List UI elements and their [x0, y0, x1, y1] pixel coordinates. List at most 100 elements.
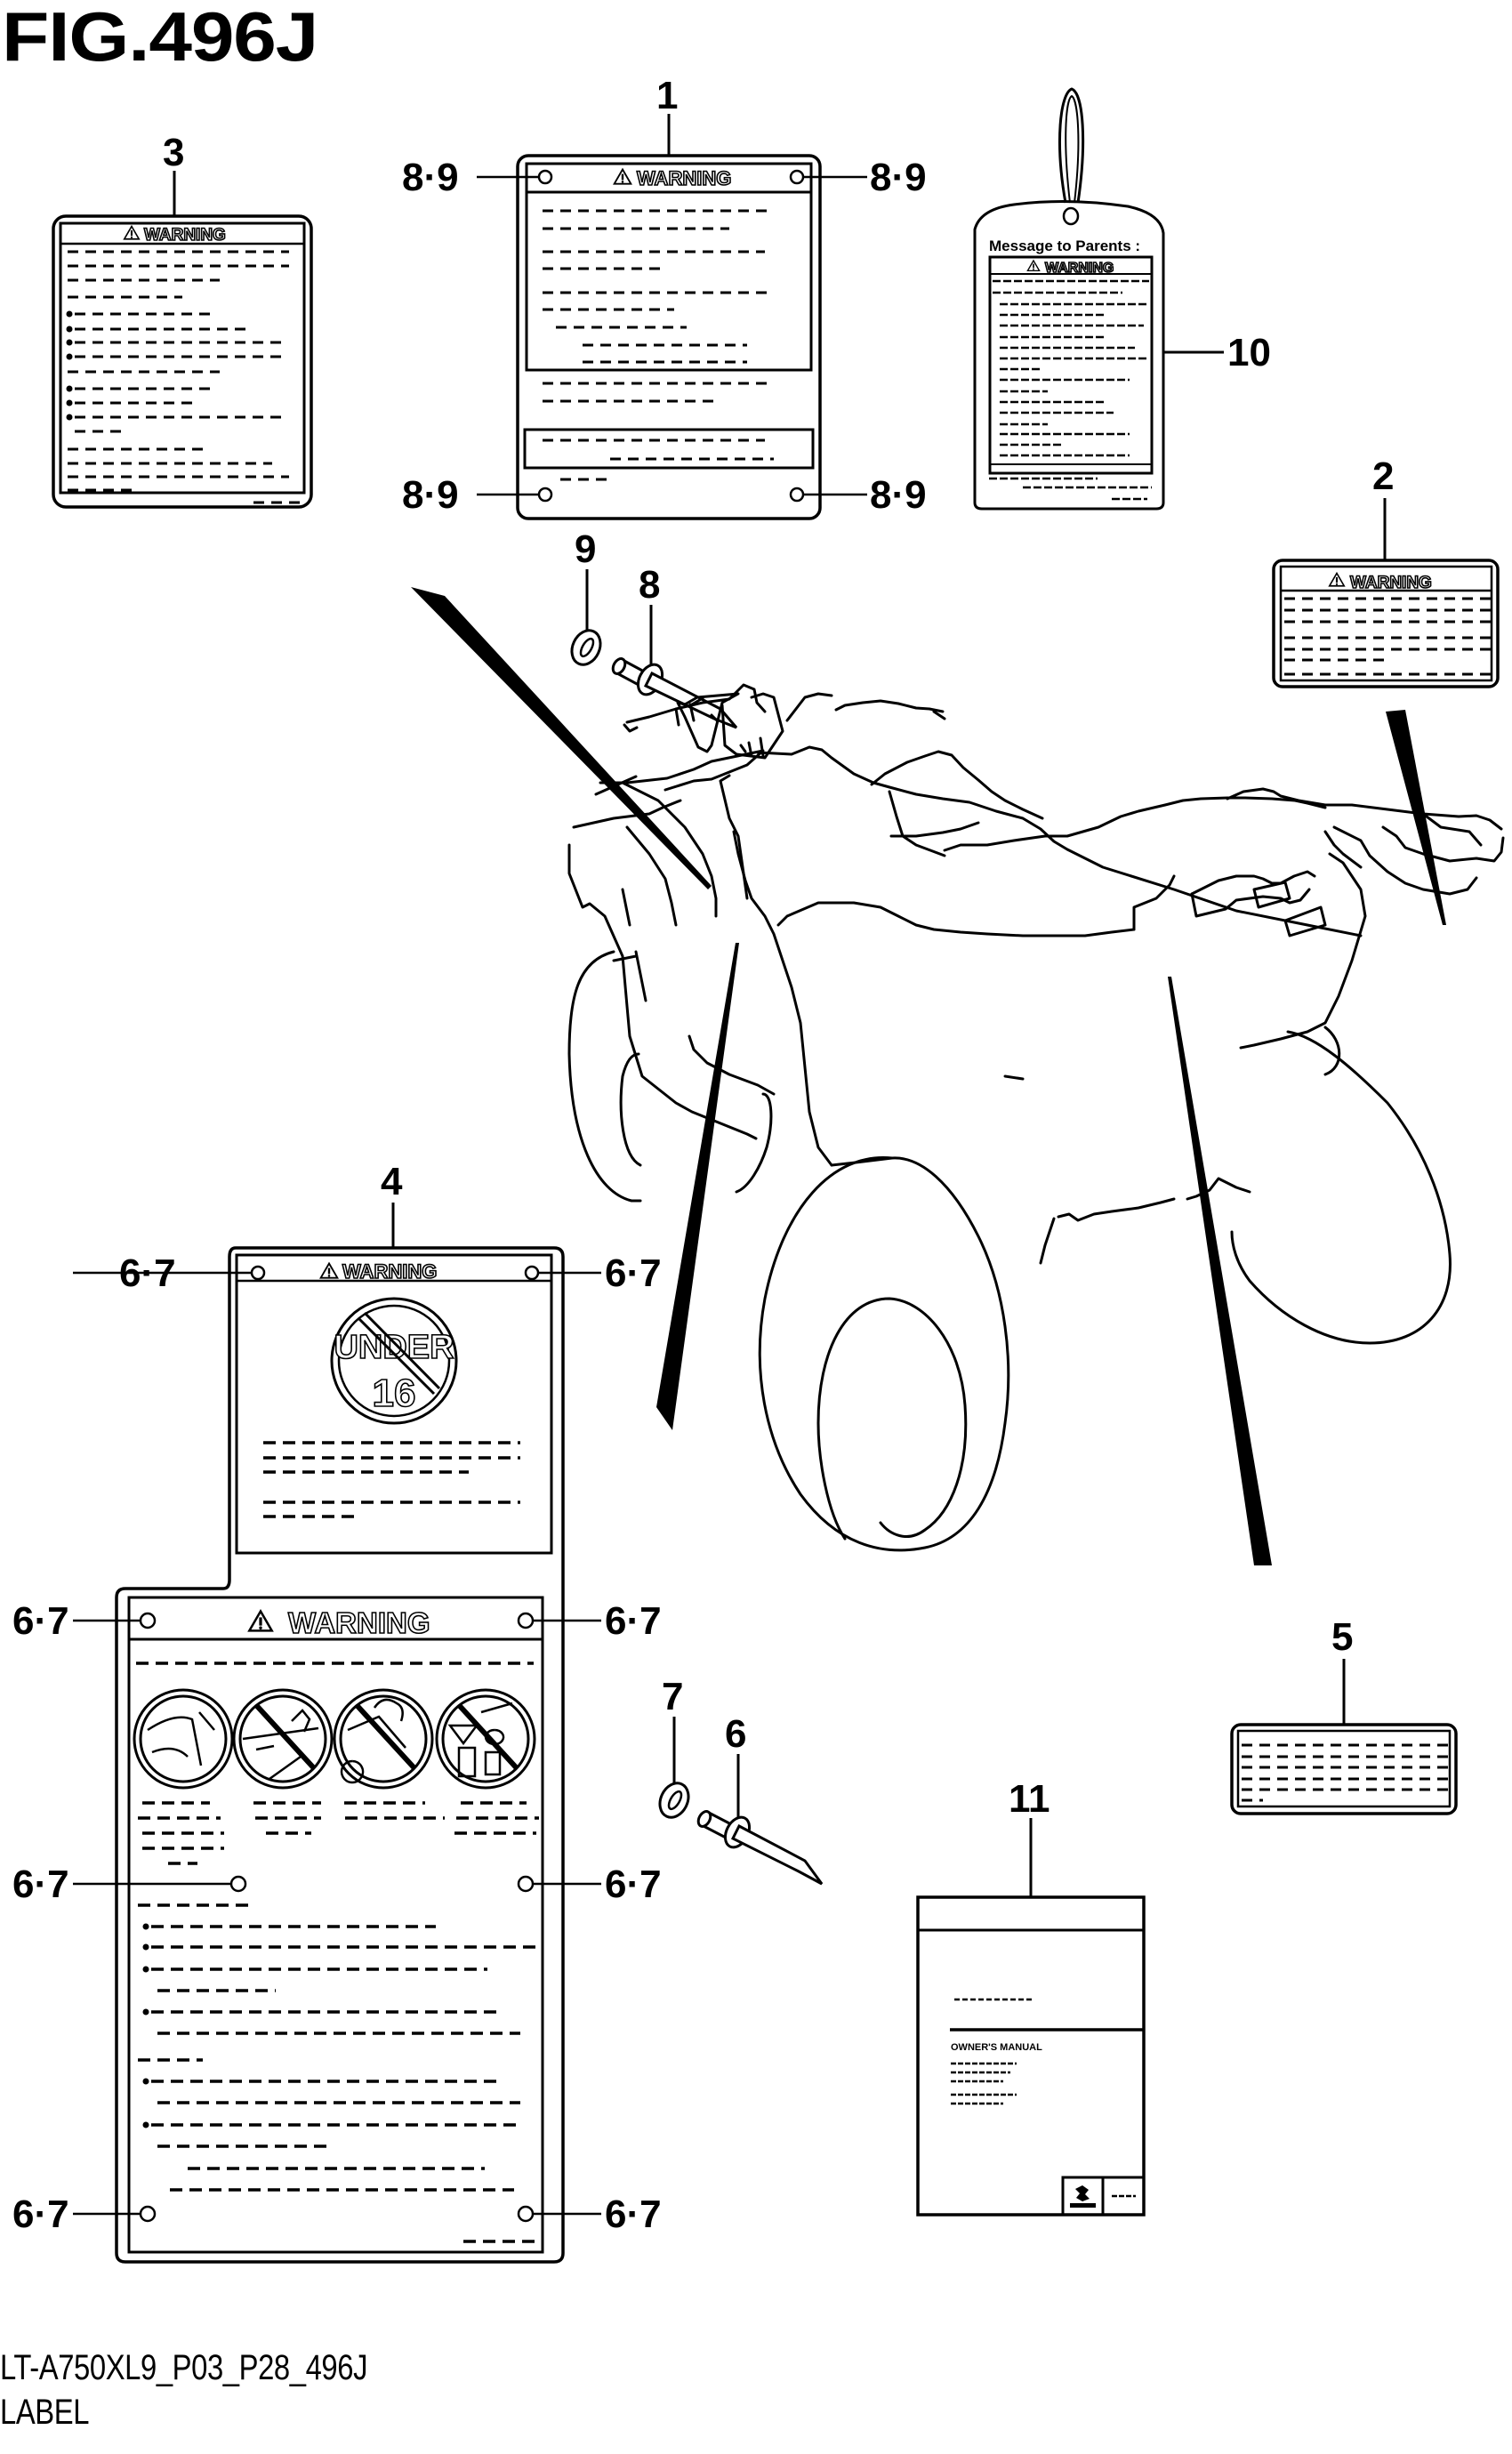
tag-heading: Message to Parents :: [989, 237, 1140, 254]
part-4-warning-label[interactable]: WARNING UNDER 16 WARNING: [73, 1203, 601, 2264]
leader-wedge-part-3: [411, 587, 712, 889]
warning-heading: WARNING: [144, 226, 226, 245]
leader-wedges: [411, 587, 1446, 1565]
callout-fastener-6-7[interactable]: 6·7: [605, 1863, 662, 1906]
callout-fastener-6-7[interactable]: 6·7: [605, 2193, 662, 2236]
bullet-dot: [142, 1966, 149, 1973]
callout-part-8[interactable]: 8: [639, 563, 660, 607]
part-6-rivet[interactable]: [696, 1754, 824, 1886]
callout-fastener-6-7[interactable]: 6·7: [12, 1863, 69, 1906]
callout-part-5[interactable]: 5: [1331, 1615, 1353, 1659]
callout-part-1[interactable]: 1: [656, 74, 678, 117]
prohibition-circle-icon: [238, 1694, 327, 1783]
rivet-hole: [139, 2205, 157, 2223]
prohibition-circle-icon: [435, 1688, 536, 1790]
callout-part-2[interactable]: 2: [1372, 455, 1394, 498]
rivet-hole: [517, 1612, 535, 1629]
part-9-washer[interactable]: [567, 569, 606, 669]
bullet-dot: [66, 310, 73, 318]
leader-wedge-part-5: [1168, 977, 1272, 1565]
figure-title: FIG.496J: [2, 0, 318, 76]
prohibition-pictograms: [133, 1688, 536, 1790]
callout-part-10[interactable]: 10: [1227, 331, 1271, 374]
bullet-dot: [66, 326, 73, 333]
manual-title: OWNER'S MANUAL: [951, 2042, 1042, 2053]
part-2-warning-label[interactable]: WARNING: [1272, 498, 1500, 688]
part-11-owners-manual[interactable]: OWNER'S MANUAL: [916, 1818, 1146, 2217]
bullet-dot: [66, 353, 73, 360]
placeholder-text-lines: [263, 1441, 520, 1518]
placeholder-text-lines: [543, 209, 774, 481]
prohibition-slash-icon: [253, 1702, 317, 1771]
callout-fastener-6-7[interactable]: 6·7: [12, 2193, 69, 2236]
bullet-dot: [66, 399, 73, 406]
callout-part-3[interactable]: 3: [163, 131, 184, 174]
rivet-hole: [517, 2205, 535, 2223]
part-10-hang-tag[interactable]: Message to Parents : WARNING: [973, 87, 1224, 511]
warning-heading: WARNING: [1350, 574, 1432, 592]
placeholder-text-lines: [136, 1661, 539, 2243]
prohibition-circle-icon: [441, 1694, 530, 1783]
no-alcohol-drugs-pictogram-icon: [447, 1702, 513, 1778]
placeholder-text-lines: [989, 279, 1152, 501]
no-wheelie-pictogram-icon: [147, 1711, 215, 1766]
part-5-info-label[interactable]: [1230, 1659, 1458, 1815]
atv-vehicle-illustration: [567, 683, 1505, 1552]
rivet-hole: [537, 487, 553, 503]
callout-part-9[interactable]: 9: [575, 527, 596, 571]
prohibition-circle-icon: [339, 1694, 428, 1783]
placeholder-text-lines: [1242, 1743, 1448, 1802]
rivet-hole: [139, 1612, 157, 1629]
figure-group-name: LABEL: [0, 2393, 90, 2432]
placeholder-text-lines: [66, 250, 289, 492]
no-passenger-pictogram-icon: [340, 1698, 406, 1784]
rivet-hole: [517, 1875, 535, 1893]
bullet-dot: [142, 2121, 149, 2128]
bullet-dot: [142, 1923, 149, 1930]
under-16-prohibition-icon: UNDER 16: [330, 1297, 458, 1425]
warning-heading: WARNING: [288, 1606, 430, 1639]
bullet-dot: [66, 385, 73, 392]
prohibition-circle-icon: [333, 1688, 434, 1790]
rivet-hole: [229, 1875, 247, 1893]
callout-fastener-8-9[interactable]: 8·9: [402, 473, 459, 517]
figure-code: LT-A750XL9_P03_P28_496J: [0, 2348, 368, 2387]
bullet-dot: [66, 414, 73, 421]
callout-fastener-6-7[interactable]: 6·7: [605, 1251, 662, 1295]
callout-fastener-8-9[interactable]: 8·9: [402, 156, 459, 199]
brand-logo-icon: [1070, 2185, 1096, 2208]
bullet-dot: [142, 2008, 149, 2015]
under-text: UNDER: [334, 1329, 454, 1366]
prohibition-circle-icon: [232, 1688, 334, 1790]
warning-triangle-icon: [1026, 260, 1041, 272]
warning-heading: WARNING: [1045, 261, 1114, 276]
callout-part-6[interactable]: 6: [725, 1712, 746, 1756]
callout-fastener-8-9[interactable]: 8·9: [870, 473, 927, 517]
callout-fastener-8-9[interactable]: 8·9: [870, 156, 927, 199]
prohibition-circle-icon: [133, 1688, 234, 1790]
placeholder-text-lines: [951, 2062, 1017, 2105]
callout-part-4[interactable]: 4: [381, 1160, 403, 1203]
age-text: 16: [373, 1372, 416, 1415]
prohibition-circle-icon: [139, 1694, 228, 1783]
bullet-dot: [142, 2078, 149, 2085]
warning-heading: WARNING: [637, 167, 731, 189]
prohibition-slash-icon: [354, 1702, 417, 1771]
leader-wedge-part-2: [1386, 710, 1446, 925]
callout-fastener-6-7[interactable]: 6·7: [12, 1599, 69, 1643]
part-1-warning-label[interactable]: WARNING: [477, 114, 867, 520]
prohibition-slash-icon: [456, 1702, 519, 1771]
callout-fastener-6-7[interactable]: 6·7: [119, 1251, 176, 1295]
callout-part-7[interactable]: 7: [662, 1675, 683, 1718]
rivet-hole: [524, 1265, 540, 1281]
callout-part-11[interactable]: 11: [1009, 1777, 1050, 1821]
warning-heading: WARNING: [342, 1260, 437, 1283]
callout-fastener-6-7[interactable]: 6·7: [605, 1599, 662, 1643]
part-3-warning-label[interactable]: WARNING: [52, 171, 313, 509]
part-7-washer[interactable]: [655, 1717, 694, 1822]
bullet-dot: [142, 1943, 149, 1951]
bullet-dot: [66, 339, 73, 346]
rivet-hole: [789, 169, 805, 185]
leader-wedge-part-4: [656, 943, 739, 1430]
